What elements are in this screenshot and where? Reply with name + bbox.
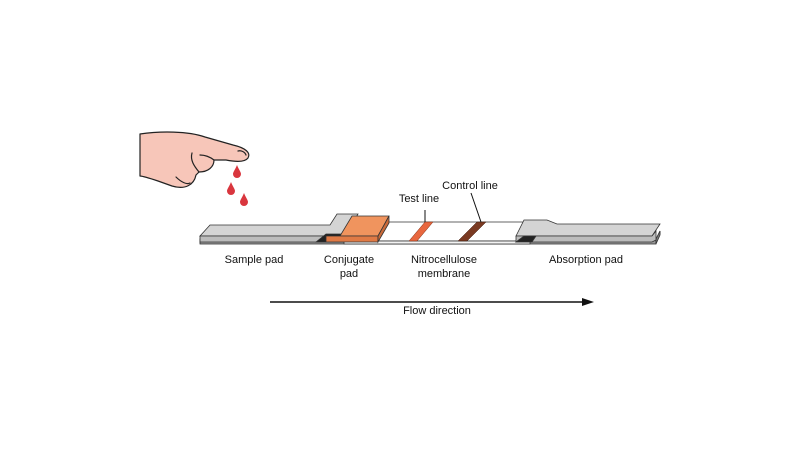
- absorption-pad: [514, 219, 661, 243]
- test-line-band: [408, 221, 434, 242]
- control-line-label: Control line: [442, 180, 498, 192]
- test-line-label: Test line: [399, 193, 439, 205]
- membrane-label-line1: Nitrocellulose: [411, 254, 477, 266]
- conjugate-pad: [325, 215, 390, 244]
- control-line-leader: [470, 192, 482, 223]
- hand-icon: [139, 131, 250, 188]
- control-line-band: [457, 221, 487, 242]
- blood-drop-icon: [240, 193, 248, 206]
- blood-drop-icon: [227, 182, 235, 195]
- blood-drops: [227, 165, 248, 206]
- sample-pad-label: Sample pad: [225, 254, 284, 266]
- conjugate-pad-label-line1: Conjugate: [324, 254, 374, 266]
- blood-drop-icon: [233, 165, 241, 178]
- flow-direction-label: Flow direction: [403, 305, 471, 317]
- absorption-pad-label: Absorption pad: [549, 254, 623, 266]
- membrane-label-line2: membrane: [418, 268, 471, 280]
- arrow-right-icon: [270, 298, 594, 306]
- conjugate-pad-label-line2: pad: [340, 268, 358, 280]
